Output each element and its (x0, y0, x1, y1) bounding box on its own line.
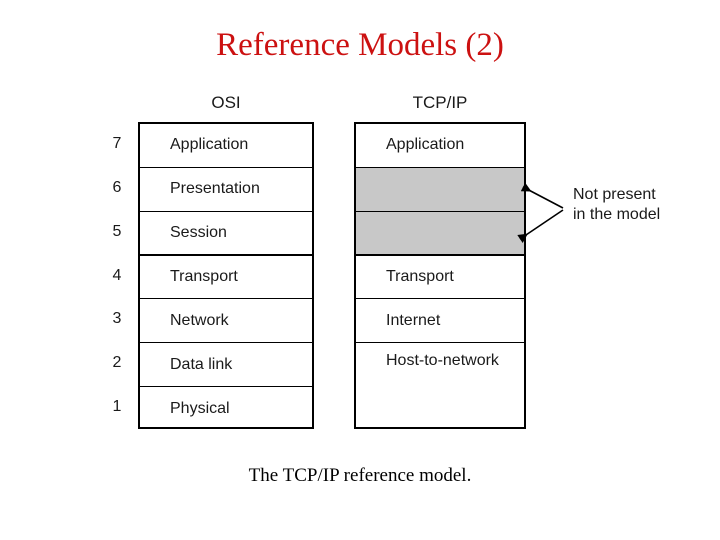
tcpip-absent-layer-lower (356, 211, 524, 256)
layer-number-5: 5 (112, 222, 122, 240)
osi-layer-application: Application (140, 124, 312, 168)
figure-caption: The TCP/IP reference model. (248, 465, 472, 486)
osi-layer-presentation: Presentation (140, 168, 312, 212)
osi-layer-session: Session (140, 212, 312, 256)
annotation-line-2: in the model (573, 206, 661, 223)
tcpip-layer-host-to-network: Host-to-network (386, 352, 499, 370)
layer-number-4: 4 (112, 266, 122, 284)
osi-layer-physical: Physical (170, 400, 230, 418)
osi-column-header: OSI (211, 93, 241, 112)
tcpip-layer-internet: Internet (356, 299, 524, 344)
layer-number-1: 1 (112, 398, 122, 416)
annotation-arrows (517, 182, 564, 243)
osi-layer-stack: Application Presentation Session Transpo… (138, 122, 314, 429)
tcpip-layer-transport: Transport (356, 256, 524, 300)
layer-number-gutter: 7 6 5 4 3 2 1 (103, 122, 131, 429)
osi-layer-transport: Transport (140, 256, 312, 300)
layer-number-3: 3 (112, 310, 122, 328)
osi-layer-network: Network (140, 299, 312, 344)
layer-number-2: 2 (112, 354, 122, 372)
page-title: Reference Models (2) (216, 27, 504, 63)
annotation-not-present: Not present in the model (573, 185, 713, 225)
annotation-line-1: Not present (573, 186, 656, 203)
tcpip-layer-application: Application (356, 124, 524, 168)
arrow-to-upper-absent-layer (520, 182, 564, 209)
layer-number-6: 6 (112, 178, 122, 196)
tcpip-absent-layer-upper (356, 167, 524, 212)
tcpip-layer-stack: Application Transport Internet Host-to-n… (354, 122, 526, 429)
tcpip-column-header: TCP/IP (412, 93, 468, 112)
osi-layer-data-link: Data link (140, 343, 312, 388)
arrow-to-lower-absent-layer (517, 209, 564, 243)
layer-number-7: 7 (112, 135, 122, 152)
